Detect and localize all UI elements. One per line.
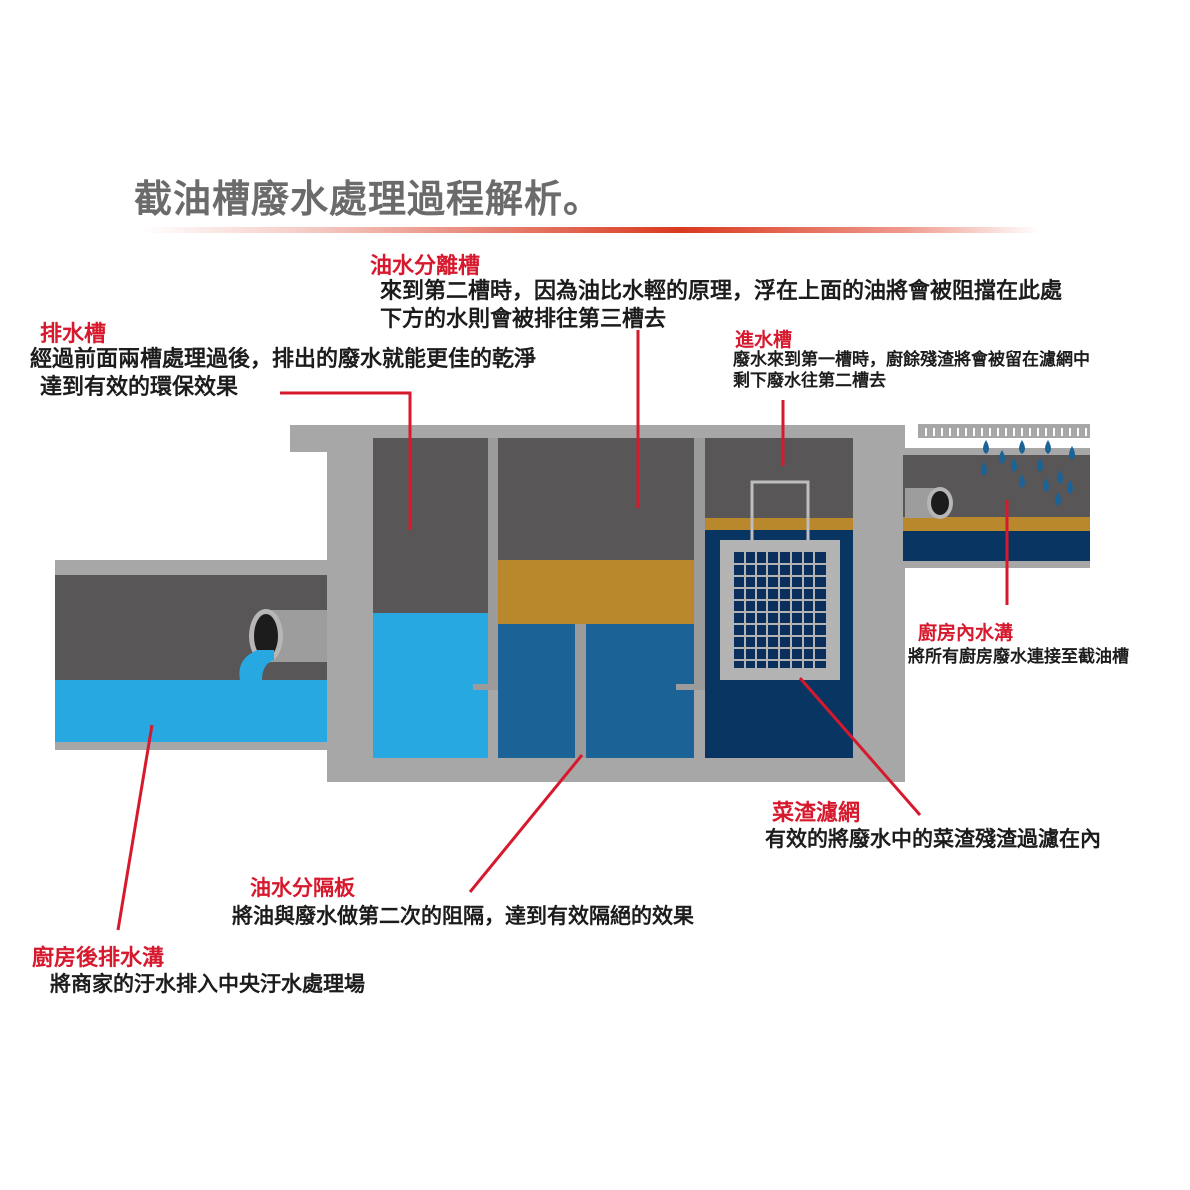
kitchen-inner-drain-heading: 廚房內水溝 — [918, 622, 1014, 644]
inlet-tank-heading: 進水槽 — [735, 329, 793, 351]
leader-lines — [116, 330, 1009, 931]
separator-tank-heading: 油水分離槽 — [370, 253, 481, 279]
partition-description: 將油與廢水做第二次的阻隔，達到有效隔絕的效果 — [232, 903, 694, 929]
leader-food-filter — [798, 677, 922, 816]
drain-tank-description: 經過前面兩槽處理過後，排出的廢水就能更佳的乾淨 達到有效的環保效果 — [30, 346, 536, 401]
separator-chamber — [498, 438, 722, 758]
separator-tank-line-1: 來到第二槽時，因為油比水輕的原理，浮在上面的油將會被阻擋在此處 — [380, 278, 1063, 304]
food-filter-basket — [720, 480, 840, 680]
inlet-tank-line-1: 廢水來到第一槽時，廚餘殘渣將會被留在濾網中 — [733, 350, 1090, 370]
leader-drain-tank — [280, 391, 412, 530]
page-title: 截油槽廢水處理過程解析。 — [134, 176, 603, 221]
partition-line-1: 將油與廢水做第二次的阻隔，達到有效隔絕的效果 — [232, 903, 694, 928]
separator-tank-description: 來到第二槽時，因為油比水輕的原理，浮在上面的油將會被阻擋在此處 下方的水則會被排… — [380, 278, 1062, 333]
kitchen-inner-drain — [900, 424, 1090, 568]
inlet-tank-line-2: 剩下廢水往第二槽去 — [733, 371, 886, 392]
food-filter-line-1: 有效的將廢水中的菜渣殘渣過濾在內 — [765, 826, 1101, 851]
drain-tank-heading: 排水槽 — [40, 321, 107, 347]
leader-partition — [468, 754, 584, 893]
partition-heading: 油水分隔板 — [250, 875, 355, 900]
rear-drain-heading: 廚房後排水溝 — [32, 945, 165, 971]
leader-rear-drain — [116, 724, 154, 931]
title-divider — [140, 227, 1040, 233]
drain-chamber — [373, 438, 515, 758]
water-drops — [981, 440, 1075, 506]
food-filter-description: 有效的將廢水中的菜渣殘渣過濾在內 — [765, 826, 1101, 852]
rear-drain-description: 將商家的汙水排入中央汙水處理場 — [50, 971, 365, 997]
drain-tank-line-2: 達到有效的環保效果 — [40, 373, 239, 400]
kitchen-inner-drain-description: 將所有廚房廢水連接至截油槽 — [908, 647, 1129, 668]
outlet-pipe — [239, 609, 327, 680]
rear-drain-line-1: 將商家的汙水排入中央汙水處理場 — [50, 971, 365, 996]
inlet-tank-description: 廢水來到第一槽時，廚餘殘渣將會被留在濾網中 剩下廢水往第二槽去 — [733, 350, 1090, 393]
food-filter-heading: 菜渣濾網 — [772, 800, 861, 826]
kitchen-inner-drain-line-1: 將所有廚房廢水連接至截油槽 — [908, 647, 1129, 667]
separator-tank-line-2: 下方的水則會被排往第三槽去 — [380, 305, 667, 332]
drain-tank-line-1: 經過前面兩槽處理過後，排出的廢水就能更佳的乾淨 — [30, 346, 537, 372]
